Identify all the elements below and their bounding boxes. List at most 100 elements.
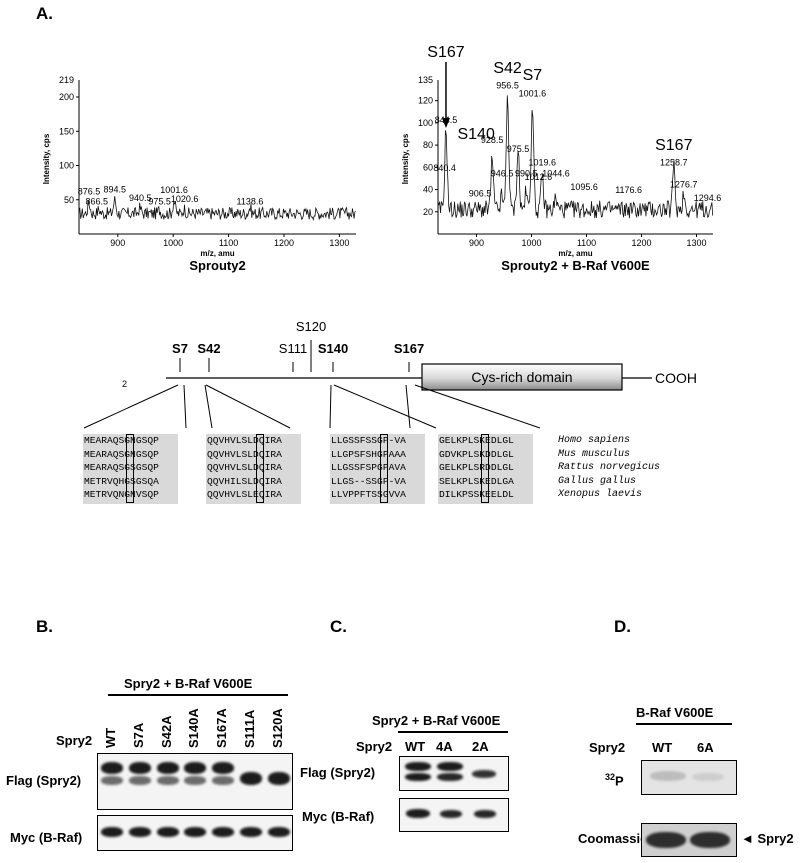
panel-c-row-label: Spry2 bbox=[356, 739, 393, 754]
y-tick-label: 20 bbox=[423, 207, 433, 217]
panel-d-header: B-Raf V600E bbox=[636, 705, 714, 720]
blot-band bbox=[646, 832, 686, 848]
blot-band bbox=[650, 771, 686, 781]
site-label-s42: S42 bbox=[197, 341, 220, 356]
blot-band bbox=[405, 773, 431, 781]
blot-band bbox=[101, 762, 123, 774]
alignment-sequence: GELKPLSKEDLGL bbox=[439, 435, 514, 446]
blot-band bbox=[437, 762, 463, 771]
panel-d-32p-label: 32P bbox=[605, 772, 624, 789]
panel-d-blot2-label: Coomassie bbox=[578, 831, 648, 846]
site-label-s7: S7 bbox=[172, 341, 188, 356]
site-label-s140: S140 bbox=[318, 341, 348, 356]
peak-label: 1044.6 bbox=[542, 168, 570, 178]
panel-label-b: B. bbox=[36, 617, 53, 636]
peak-label: 1276.7 bbox=[670, 180, 698, 190]
peak-label: 975.5 bbox=[507, 144, 530, 154]
panel-b-row-label: Spry2 bbox=[56, 733, 93, 748]
panel-b-header-line bbox=[108, 694, 288, 696]
alignment-connector bbox=[405, 384, 411, 429]
y-tick-label: 120 bbox=[418, 96, 433, 106]
alignment-connector bbox=[333, 384, 437, 429]
alignment-block-shade bbox=[438, 434, 534, 504]
s167-arrow-head bbox=[441, 118, 450, 128]
alignment-sequence: METRVQHGSGSQA bbox=[84, 475, 159, 487]
peak-label: 1176.6 bbox=[615, 185, 642, 195]
panel-b-blot1-label: Flag (Spry2) bbox=[6, 773, 82, 788]
blot-band bbox=[184, 762, 206, 774]
blot-band bbox=[157, 776, 179, 785]
alignment-block-shade bbox=[330, 434, 426, 504]
x-axis-label: m/z, amu bbox=[200, 249, 234, 258]
panel-b-myc-blot bbox=[97, 815, 293, 851]
blot-band bbox=[240, 827, 262, 837]
alignment-sequence: MEARAQSGSGSQP bbox=[84, 462, 159, 473]
x-tick-label: 1000 bbox=[521, 238, 541, 248]
blot-band bbox=[212, 776, 234, 785]
alignment-sequence: GDVKPLSKDDLGL bbox=[439, 448, 514, 460]
alignment-sequence: LLGSSFSSGP-VA bbox=[331, 435, 406, 446]
peak-label: 1020.6 bbox=[171, 194, 199, 204]
blot-band bbox=[240, 772, 262, 785]
alignment-block-shade bbox=[83, 434, 179, 504]
y-tick-label: 60 bbox=[423, 162, 433, 172]
blot-band bbox=[437, 773, 463, 781]
panel-b-blot2-label: Myc (B-Raf) bbox=[10, 830, 83, 845]
y-max-label: 135 bbox=[418, 75, 433, 85]
lane-label: S140A bbox=[186, 708, 201, 748]
panel-d-header-line bbox=[636, 723, 732, 725]
blot-band bbox=[212, 827, 234, 837]
panel-c-header: Spry2 + B-Raf V600E bbox=[372, 713, 501, 728]
peak-label: 894.5 bbox=[103, 184, 126, 194]
x-axis-label: m/z, amu bbox=[558, 249, 592, 258]
lane-label: 2A bbox=[472, 739, 489, 754]
peak-label: 1012.6 bbox=[525, 172, 553, 182]
blot-band bbox=[184, 827, 206, 837]
site-label-s111: S111 bbox=[279, 341, 307, 356]
alignment-sequence: LLGPSFSHGPAAA bbox=[331, 448, 406, 460]
panel-label-d: D. bbox=[614, 617, 631, 636]
blot-band bbox=[690, 832, 730, 848]
alignment-sequence: DILKPSSKEELDL bbox=[439, 489, 514, 500]
y-tick-label: 100 bbox=[59, 161, 74, 171]
alignment-connector bbox=[204, 384, 213, 429]
lane-label: S7A bbox=[131, 722, 146, 748]
y-tick-label: 150 bbox=[59, 126, 74, 136]
alignment-connector bbox=[414, 384, 541, 429]
peak-label: 1258.7 bbox=[660, 157, 688, 167]
blot-band bbox=[472, 770, 496, 778]
lane-label: S167A bbox=[214, 708, 229, 748]
peak-label: 1138.6 bbox=[237, 197, 264, 207]
x-tick-label: 900 bbox=[110, 238, 125, 248]
blot-band bbox=[184, 776, 206, 785]
y-axis-label: Intensity, cps bbox=[42, 133, 51, 184]
peak-label: 866.5 bbox=[85, 197, 108, 207]
y-tick-label: 100 bbox=[418, 118, 433, 128]
alignment-sequence: LLGSSFSPGPAVA bbox=[331, 462, 406, 473]
species-name: Xenopus laevis bbox=[558, 489, 643, 500]
peak-label: 928.5 bbox=[481, 135, 504, 145]
lane-label: WT bbox=[405, 739, 426, 754]
y-tick-label: 80 bbox=[423, 140, 433, 150]
panel-c-blot2-label: Myc (B-Raf) bbox=[302, 809, 375, 824]
site-label: S140 bbox=[457, 126, 494, 143]
panel-c-myc-blot bbox=[399, 798, 509, 832]
y-tick-label: 200 bbox=[59, 92, 74, 102]
panel-c-blot1-label: Flag (Spry2) bbox=[300, 765, 376, 780]
panel-label-a: A. bbox=[36, 4, 53, 23]
panel-d-arrow-label: ◄ Spry2 bbox=[741, 831, 794, 846]
peak-label: 876.5 bbox=[78, 186, 101, 196]
peak-label: 940.5 bbox=[129, 193, 152, 203]
x-tick-label: 1000 bbox=[163, 238, 183, 248]
blot-band bbox=[405, 762, 431, 771]
alignment-sequence: MEARAQSGNGSQP bbox=[84, 435, 159, 446]
x-tick-label: 1100 bbox=[219, 238, 238, 248]
peak-label: 956.5 bbox=[496, 81, 519, 91]
panel-b-header: Spry2 + B-Raf V600E bbox=[124, 676, 253, 691]
peak-label: 1001.6 bbox=[160, 185, 188, 195]
conserved-serine-box bbox=[125, 434, 134, 503]
lane-label: WT bbox=[652, 740, 673, 755]
site-label-s167: S167 bbox=[394, 341, 424, 356]
peak-label: 1294.6 bbox=[694, 193, 722, 203]
